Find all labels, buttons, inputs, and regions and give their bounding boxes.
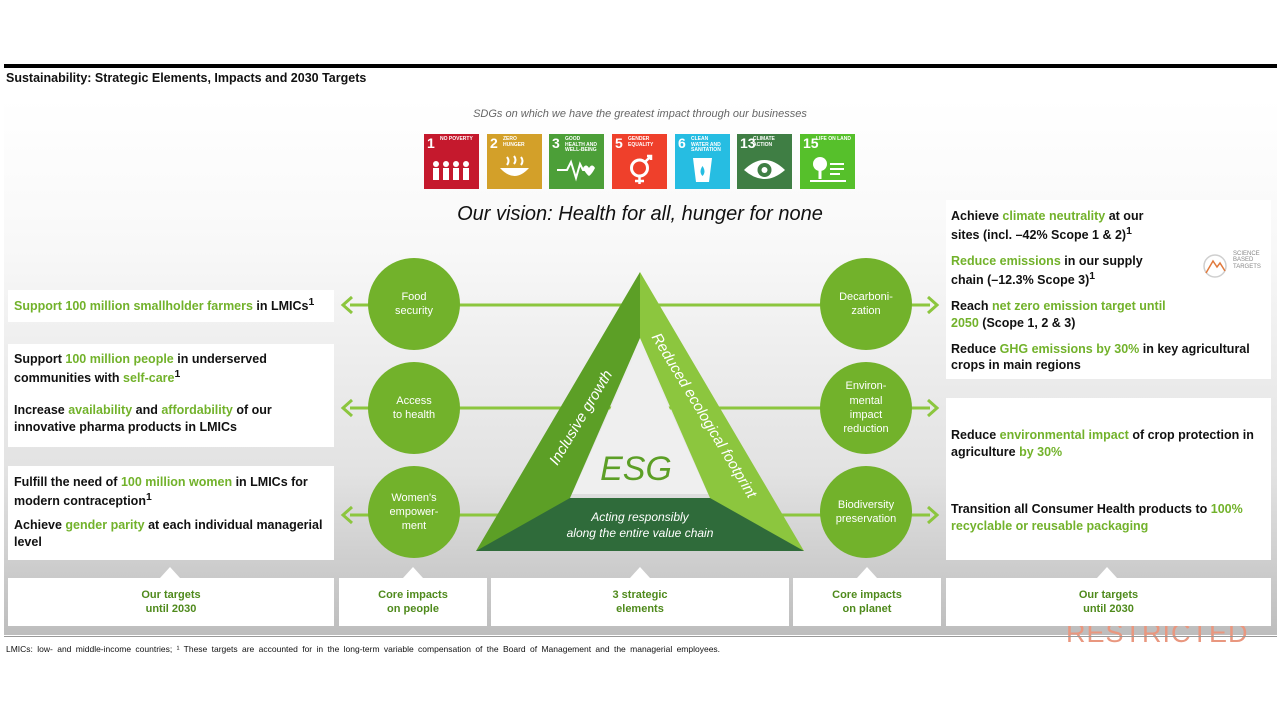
sdg-label: CLIMATE ACTION: [753, 136, 775, 148]
footnote-rule: [4, 636, 1277, 637]
eye-globe-icon: [744, 160, 785, 179]
gender-icon: [630, 154, 653, 184]
target-net-zero: Reach net zero emission target until 205…: [951, 298, 1166, 330]
pointer-icon: [160, 567, 180, 578]
target-contraception: Fulfill the need of 100 million women in…: [14, 475, 308, 509]
target-box-smallholders: Support 100 million smallholder farmers …: [8, 290, 334, 322]
vision-statement: Our vision: Health for all, hunger for n…: [457, 203, 823, 225]
header-rule: [4, 64, 1277, 68]
sdg-label: NO POVERTY: [440, 136, 473, 142]
esg-label: ESG: [600, 450, 672, 488]
sdg-number: 6: [678, 135, 686, 151]
pointer-icon: [403, 567, 423, 578]
triangle-center: [572, 343, 708, 494]
triangle-right-side: [640, 272, 804, 551]
triangle-base: [476, 498, 804, 551]
sbt-logo-text: SCIENCE BASED TARGETS: [1233, 251, 1261, 270]
sdg-tile-2: 2 ZERO HUNGER: [487, 134, 542, 189]
sdg-number: 15: [803, 135, 819, 151]
arrow-left-icon: [340, 398, 353, 418]
target-self-care: Support 100 million people in underserve…: [14, 352, 267, 386]
sdg-tile-1: 1 NO POVERTY: [424, 134, 479, 189]
target-box-climate: Achieve climate neutrality at our sites …: [946, 200, 1271, 379]
arrow-left-icon: [340, 505, 353, 525]
sdg-number: 13: [740, 135, 756, 151]
arrow-left-icon: [340, 295, 353, 315]
target-box-women: Fulfill the need of 100 million women in…: [8, 466, 334, 560]
sdg-label: CLEAN WATER AND SANITATION: [691, 136, 721, 153]
bowl-icon: [500, 155, 529, 176]
water-icon: [693, 158, 712, 182]
sdg-number: 5: [615, 135, 623, 151]
target-gender-parity: Achieve gender parity at each individual…: [14, 517, 323, 549]
sdg-tile-15: 15 LIFE ON LAND: [800, 134, 855, 189]
pointer-icon: [857, 567, 877, 578]
sdg-tile-5: 5 GENDER EQUALITY: [612, 134, 667, 189]
target-box-environment: Reduce environmental impact of crop prot…: [946, 398, 1271, 560]
sdg-label: LIFE ON LAND: [816, 136, 851, 142]
sdg-label: GOOD HEALTH AND WELL-BEING: [565, 136, 597, 153]
sdg-number: 2: [490, 135, 498, 151]
target-crop-protection: Reduce environmental impact of crop prot…: [951, 428, 1254, 459]
sdg-label: ZERO HUNGER: [503, 136, 525, 148]
sdg-number: 1: [427, 135, 435, 151]
footnote: LMICs: low- and middle-income countries;…: [6, 644, 721, 654]
footer-pointers: [160, 567, 1117, 578]
arrow-right-icon: [927, 505, 940, 525]
target-packaging: Transition all Consumer Health products …: [951, 501, 1243, 533]
impact-decarbonization: Decarboni-zation: [820, 258, 912, 350]
heartbeat-icon: [557, 159, 595, 182]
arrow-right-icon: [927, 398, 940, 418]
sdg-tile-3: 3 GOOD HEALTH AND WELL-BEING: [549, 134, 604, 189]
page-title: Sustainability: Strategic Elements, Impa…: [6, 71, 367, 85]
target-box-health: Support 100 million people in underserve…: [8, 344, 334, 447]
sdg-tile-6: 6 CLEAN WATER AND SANITATION: [675, 134, 730, 189]
target-climate-neutrality: Achieve climate neutrality at our sites …: [951, 209, 1144, 243]
base-label-line2: along the entire value chain: [567, 526, 714, 540]
people-icon: [433, 161, 469, 180]
sdg-number: 3: [552, 135, 560, 151]
science-based-targets-logo-icon: [1203, 254, 1227, 278]
pointer-icon: [1097, 567, 1117, 578]
target-ghg-crops: Reduce GHG emissions by 30% in key agric…: [951, 341, 1250, 373]
target-pharma-access: Increase availability and affordability …: [14, 402, 272, 434]
sdg-caption: SDGs on which we have the greatest impac…: [473, 108, 807, 120]
sdg-label: GENDER EQUALITY: [628, 136, 654, 148]
tree-icon: [810, 157, 846, 182]
arrow-right-icon: [927, 295, 940, 315]
base-label-line1: Acting responsibly: [590, 510, 689, 524]
target-supply-chain: Reduce emissions in our supply chain (–1…: [951, 253, 1143, 287]
pointer-icon: [630, 567, 650, 578]
triangle-left-side: [476, 272, 640, 551]
sdg-tile-13: 13 CLIMATE ACTION: [737, 134, 792, 189]
